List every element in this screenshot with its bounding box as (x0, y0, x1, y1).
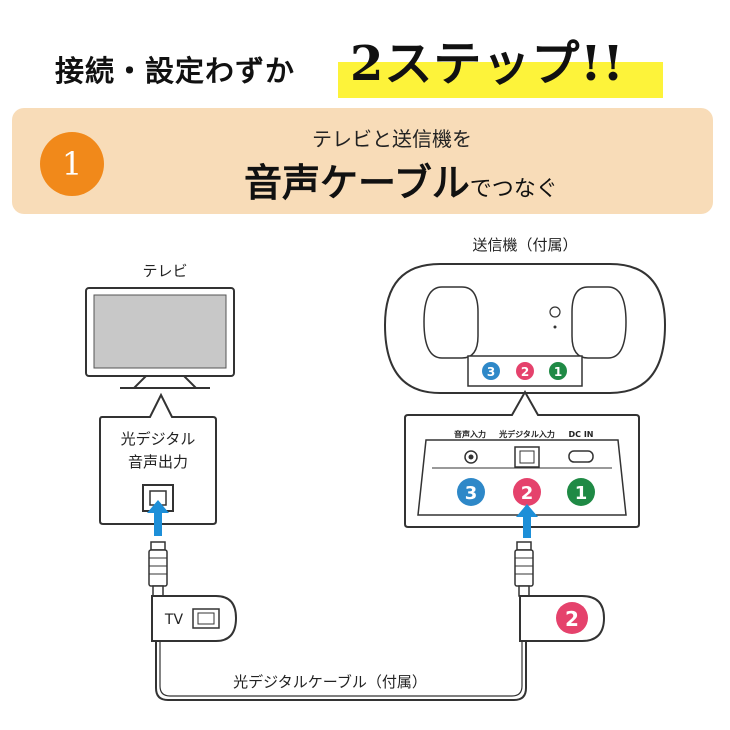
step-line2-suffix: でつなぐ (469, 177, 558, 202)
svg-text:1: 1 (575, 483, 588, 504)
svg-text:3: 3 (465, 483, 478, 504)
svg-text:2: 2 (521, 365, 529, 379)
callout-port-badge-2: 2 (513, 478, 541, 506)
transmitter-port-badge-2: 2 (516, 362, 534, 380)
transmitter-port-badge-3: 3 (482, 362, 500, 380)
audio-in-label: 音声入力 (454, 429, 486, 439)
optical-in-port-icon (514, 446, 540, 468)
step-banner: 1 テレビと送信機を 音声ケーブルでつなぐ (12, 108, 713, 214)
headline-highlight: 2ステップ!! (350, 36, 625, 92)
transmitter-arrow-icon (516, 504, 538, 538)
headline: 接続・設定わずか 2ステップ!! (0, 10, 730, 100)
svg-text:1: 1 (554, 365, 562, 379)
callout-port-badge-1: 1 (567, 478, 595, 506)
tv-label: テレビ (142, 262, 187, 280)
tv-port-label-2: 音声出力 (128, 453, 188, 471)
tv-plug-text: TV (164, 612, 184, 628)
svg-text:3: 3 (487, 365, 495, 379)
step-line1: テレビと送信機を (312, 127, 472, 151)
step-number-badge: 1 (40, 132, 104, 196)
dc-in-port-icon (568, 450, 594, 463)
optical-in-label: 光デジタル入力 (498, 429, 555, 439)
optical-plug-icon (192, 608, 220, 629)
tv-port-callout: 光デジタル 音声出力 (99, 392, 217, 525)
transmitter-port-callout: 音声入力 光デジタル入力 DC IN 3 2 1 (404, 389, 640, 528)
optical-cable-inner (159, 641, 523, 697)
highlight-marker (338, 62, 663, 98)
cable-label: 光デジタルケーブル（付属） (233, 673, 427, 691)
transmitter-plug-number: 2 (565, 607, 579, 631)
svg-text:2: 2 (521, 483, 534, 504)
optical-cable (155, 641, 527, 701)
transmitter-cable-connector (514, 541, 534, 597)
tv-icon (85, 287, 235, 389)
transmitter-port-badge-1: 1 (549, 362, 567, 380)
transmitter-label: 送信機（付属） (472, 236, 577, 254)
transmitter-plug-tag: 2 (519, 595, 606, 642)
transmitter-icon (383, 263, 667, 394)
dc-in-label: DC IN (569, 430, 594, 439)
tv-plug-tag: TV (151, 595, 238, 642)
headline-lead: 接続・設定わずか (55, 54, 296, 88)
tv-cable-connector (148, 541, 168, 597)
callout-port-badge-3: 3 (457, 478, 485, 506)
audio-jack-icon (464, 450, 478, 464)
step-line2: 音声ケーブルでつなぐ (244, 152, 558, 207)
tv-arrow-icon (147, 500, 169, 536)
step-line2-main: 音声ケーブル (244, 160, 470, 205)
tv-port-label-1: 光デジタル (121, 430, 196, 448)
cable-label-bg (200, 670, 460, 692)
